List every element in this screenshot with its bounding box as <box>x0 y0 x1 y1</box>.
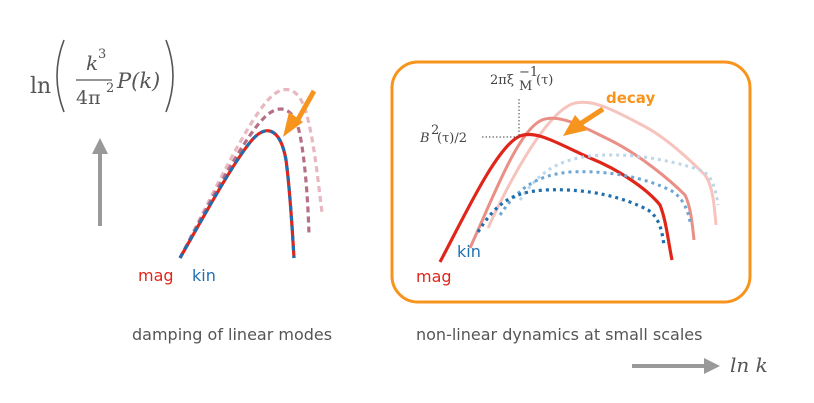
left-mag-label: mag <box>138 266 174 285</box>
decay-label: decay <box>606 89 655 107</box>
peak-height-base: B <box>419 131 430 146</box>
left-panel-caption: damping of linear modes <box>132 325 332 344</box>
left-decay-arrow-head <box>283 112 303 137</box>
peak-scale-prefix: 2πξ <box>490 73 514 88</box>
y-label-numerator: k <box>86 51 98 75</box>
right-panel-frame <box>390 60 752 304</box>
right-kin-curve-late <box>518 153 720 206</box>
left-curve-kin <box>178 129 296 259</box>
peak-scale-label: 2πξ M −1 (τ) <box>490 65 553 94</box>
right-mag-curve-mid <box>468 116 696 249</box>
y-label-ln: ln <box>30 74 51 99</box>
right-mag-label: mag <box>416 267 452 286</box>
right-panel: 2πξ M −1 (τ) B 2 (τ)/2 decay kin mag non… <box>390 60 752 344</box>
y-label-left-paren <box>56 39 65 113</box>
right-kin-curve-mid <box>498 170 692 223</box>
right-decay-arrow-shaft <box>578 106 605 127</box>
left-curve-mid <box>178 107 311 259</box>
left-kin-label: kin <box>192 266 216 285</box>
y-label-denominator-exp: 2 <box>106 81 114 96</box>
left-panel: mag kin damping of linear modes <box>132 87 332 344</box>
y-label-tail: P(k) <box>116 69 160 93</box>
x-axis-label: ln k <box>730 353 768 377</box>
peak-scale-arg: (τ) <box>536 73 553 88</box>
peak-scale-sup: −1 <box>519 65 538 80</box>
left-curve-early <box>178 87 324 259</box>
peak-height-label: B 2 (τ)/2 <box>419 123 467 146</box>
y-label-numerator-exp: 3 <box>98 47 106 62</box>
right-mag-curve <box>438 132 674 263</box>
y-label-denominator: 4π <box>76 87 101 109</box>
y-axis-label: ln k 3 4π 2 P(k) <box>30 39 174 113</box>
peak-scale-sub: M <box>519 79 532 94</box>
peak-height-sup: 2 <box>431 123 439 138</box>
right-panel-caption: non-linear dynamics at small scales <box>416 325 702 344</box>
y-label-right-paren <box>165 39 174 113</box>
left-decay-arrow-shaft <box>293 89 317 125</box>
right-kin-label: kin <box>457 242 481 261</box>
right-kin-curve <box>476 188 666 246</box>
peak-height-rest: (τ)/2 <box>437 131 467 146</box>
right-mag-curve-late <box>486 100 718 229</box>
right-decay-arrow-head <box>563 115 588 136</box>
